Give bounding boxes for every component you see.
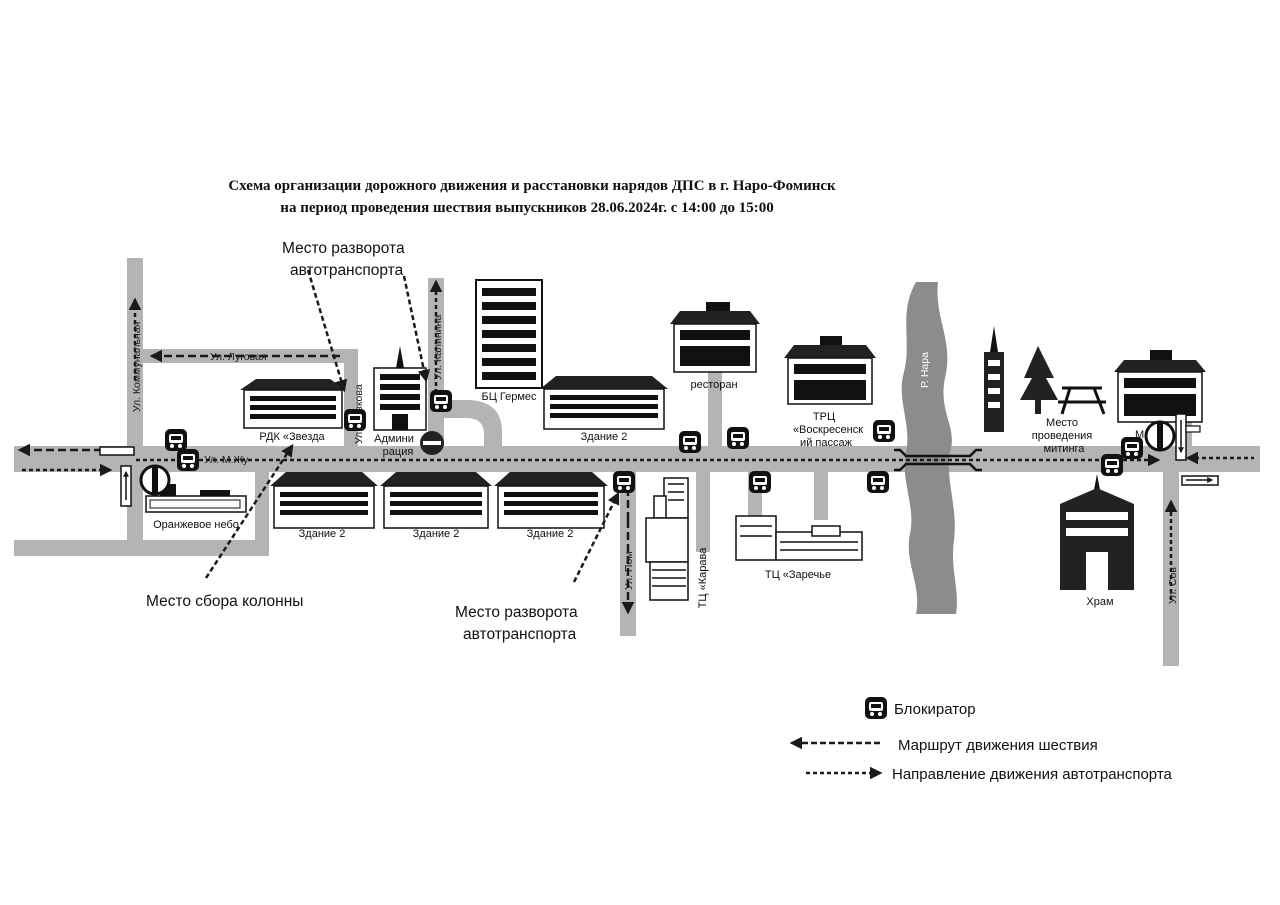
callout-pointer xyxy=(572,491,620,583)
building-labels: Оранжевое небо РДК «Звезда Админи рация … xyxy=(153,379,1165,608)
label-admin-line1: Админи xyxy=(374,433,414,445)
vehicle-blocker-icon xyxy=(1121,437,1143,459)
vehicle-blocker-icon xyxy=(749,471,771,493)
building-karavan xyxy=(645,477,689,601)
legend-traffic-label: Направление движения автотранспорта xyxy=(892,766,1173,783)
legend-march-label: Маршрут движения шествия xyxy=(898,737,1098,754)
building-trc xyxy=(784,336,876,405)
vehicle-blocker-icon xyxy=(679,431,701,453)
one-way-sign-icon xyxy=(1175,413,1187,461)
building-rdk xyxy=(240,379,346,429)
vehicle-blocker-icon xyxy=(430,390,452,412)
callout-pointer xyxy=(204,443,294,579)
label-trc-line3: ий пассаж xyxy=(800,437,853,449)
building-hram xyxy=(1060,474,1134,590)
callout-gather: Место сбора колонны xyxy=(146,593,303,610)
callouts: Место разворота автотранспорта Место сбо… xyxy=(146,240,620,643)
vehicle-blocker-icon xyxy=(873,420,895,442)
label-miting-line1: Место xyxy=(1046,417,1078,429)
building-zdanie-south-3 xyxy=(494,472,608,529)
label-zdanie-south-1: Здание 2 xyxy=(299,528,346,540)
one-way-sign-icon xyxy=(99,446,135,456)
callout-turn-top-line2: автотранспорта xyxy=(290,262,404,279)
label-miting-line2: проведения xyxy=(1032,430,1093,442)
vehicle-blocker-icon xyxy=(1101,454,1123,476)
label-zdanie-north: Здание 2 xyxy=(581,431,628,443)
label-admin-line2: рация xyxy=(383,446,414,458)
one-way-sign-icon xyxy=(1185,425,1201,433)
pomotskaya-road xyxy=(620,472,636,636)
label-orange-sky: Оранжевое небо xyxy=(153,519,239,531)
river-nara xyxy=(901,282,957,614)
vehicle-blocker-icon xyxy=(344,409,366,431)
map-legend: Блокиратор Маршрут движения шествия Напр… xyxy=(789,697,1173,783)
building-restaurant xyxy=(670,302,760,373)
river-bridge xyxy=(894,448,982,472)
label-trc-line1: ТРЦ xyxy=(813,411,835,423)
street-label-kommunalnaya: Ул. Коммунальная xyxy=(131,322,143,412)
building-bc-germes xyxy=(475,279,543,389)
south-loop-east-road xyxy=(255,472,269,556)
vehicle-blocker-icon xyxy=(865,697,887,719)
buildings xyxy=(145,279,1206,601)
road-closed-sign-icon xyxy=(139,464,171,496)
park-tree xyxy=(1020,346,1058,414)
label-zarechye: ТЦ «Заречье xyxy=(765,569,831,581)
building-zdanie-south-2 xyxy=(380,472,492,529)
street-label-sovetskaya: Ул. Сов xyxy=(1167,567,1179,604)
zarechye-road-east xyxy=(814,472,828,520)
restaurant-road xyxy=(708,368,722,446)
vehicle-blocker-icon xyxy=(727,427,749,449)
vehicle-blocker-icon xyxy=(867,471,889,493)
river-label-nara: Р. Нара xyxy=(919,352,931,388)
building-tower xyxy=(984,326,1004,432)
street-label-kalinina: Ул. Калинина xyxy=(432,315,444,380)
label-zdanie-south-3: Здание 2 xyxy=(527,528,574,540)
traffic-direction-arrows xyxy=(22,279,1254,600)
building-magazin xyxy=(1114,350,1206,423)
road-network xyxy=(14,258,1260,666)
road-closed-sign-icon xyxy=(1144,420,1176,452)
street-label-main: Ул. М.Жу xyxy=(204,454,249,466)
label-rdk: РДК «Звезда xyxy=(259,431,325,443)
kalinina-curve-road xyxy=(444,400,502,446)
map-title-line2: на период проведения шествия выпускников… xyxy=(280,200,773,216)
callout-turn-bottom-line1: Место разворота xyxy=(455,604,578,621)
callout-pointer xyxy=(306,269,348,393)
callout-pointer xyxy=(402,275,431,383)
vehicle-blocker-icon xyxy=(613,471,635,493)
building-administration xyxy=(373,346,427,431)
no-entry-sign-icon xyxy=(420,431,444,455)
building-zdanie-south-1 xyxy=(270,472,378,529)
one-way-sign-icon xyxy=(1181,475,1219,486)
label-hram: Храм xyxy=(1086,596,1113,608)
label-trc-line2: «Воскресенск xyxy=(793,424,863,436)
callout-turn-bottom-line2: автотранспорта xyxy=(463,626,577,643)
label-bc-germes: БЦ Гермес xyxy=(481,391,537,403)
one-way-sign-icon xyxy=(120,465,132,507)
map-title-line1: Схема организации дорожного движения и р… xyxy=(228,178,836,194)
building-zarechye xyxy=(735,515,863,561)
south-loop-road xyxy=(14,540,269,556)
building-zdanie-north xyxy=(540,376,668,430)
label-restaurant: ресторан xyxy=(690,379,737,391)
traffic-signs xyxy=(99,413,1219,507)
vehicle-blocker-icon xyxy=(177,449,199,471)
label-karavan: ТЦ «Карава xyxy=(697,547,709,609)
building-orange-sky xyxy=(145,484,247,513)
legend-blocker-label: Блокиратор xyxy=(894,701,976,718)
vehicle-blocker-icon xyxy=(165,429,187,451)
label-zdanie-south-2: Здание 2 xyxy=(413,528,460,540)
picnic-table xyxy=(1058,386,1106,415)
callout-turn-top-line1: Место разворота xyxy=(282,240,405,257)
label-miting-line3: митинга xyxy=(1044,443,1086,455)
karavan-road xyxy=(696,472,710,552)
